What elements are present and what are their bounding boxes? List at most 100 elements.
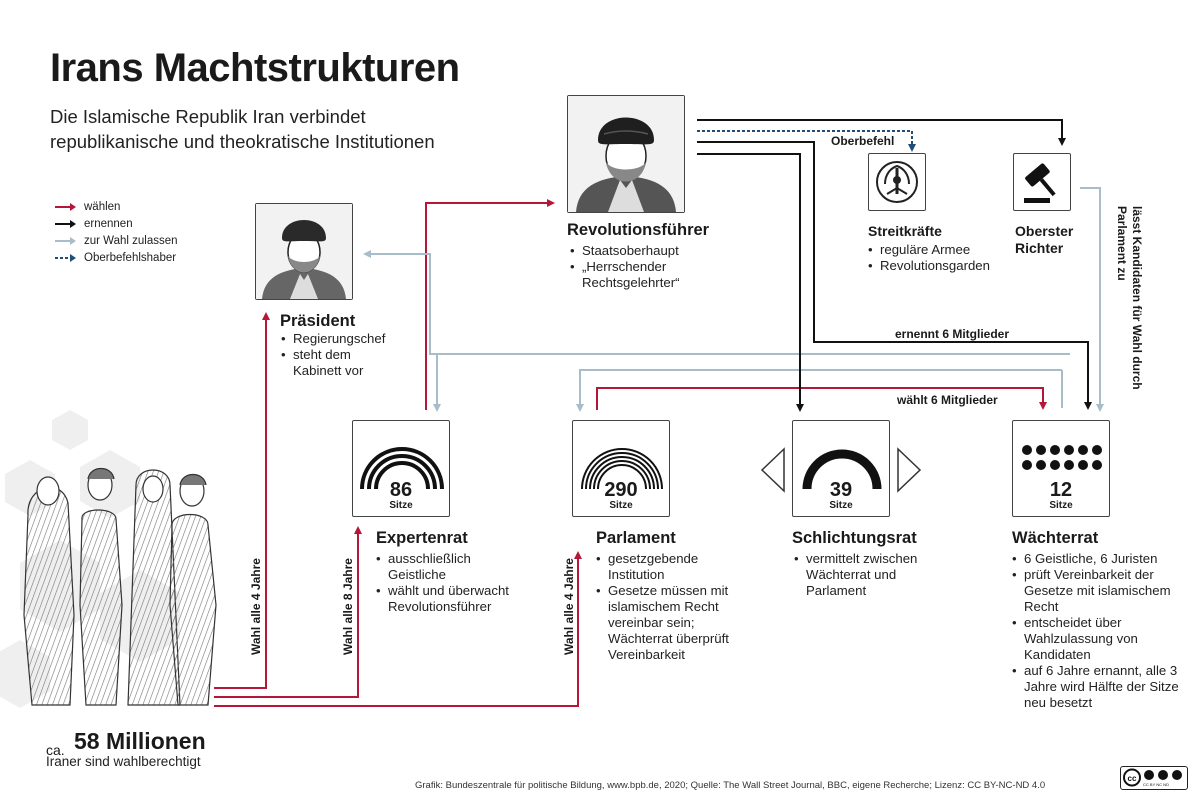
guardian-seat-card: 12 Sitze [1012, 420, 1110, 517]
chief-justice-card [1013, 153, 1071, 211]
legend-item-admit: zur Wahl zulassen [55, 234, 178, 248]
parliament-name: Parlament [596, 529, 676, 547]
guardian-name: Wächterrat [1012, 529, 1099, 547]
gray-arrow-icon [55, 237, 76, 245]
elects-six-label: wählt 6 Mitglieder [897, 393, 998, 407]
parliament-elects-guardians-line [596, 387, 1047, 410]
appoint-expediency-line [697, 153, 804, 412]
expediency-seat-card: 39 Sitze [792, 420, 890, 517]
president-name: Präsident [280, 312, 356, 330]
red-arrow-icon [55, 203, 76, 211]
cleric-portrait-icon [568, 96, 684, 212]
experts-bullets: ausschließlich Geistliche wählt und über… [376, 551, 526, 615]
president-bullets: Regierungschef steht dem Kabinett vor [281, 331, 401, 379]
parliament-semicircle-icon [581, 448, 663, 490]
election-line-parliament [214, 551, 582, 707]
parliament-bullet: gesetzgebende Institution [596, 551, 746, 583]
chief-justice-name: Oberster Richter [1015, 223, 1074, 256]
experts-seat-label: Sitze [389, 500, 413, 511]
commander-line [697, 130, 916, 152]
experts-bullet: ausschließlich Geistliche [376, 551, 526, 583]
vetting-line-side [1080, 187, 1104, 412]
armed-forces-card [868, 153, 926, 211]
guardian-bullets: 6 Geistliche, 6 Juristen prüft Vereinbar… [1012, 551, 1182, 711]
credit-line: Grafik: Bundeszentrale für politische Bi… [415, 780, 1046, 791]
president-election-label: Wahl alle 4 Jahre [249, 558, 263, 655]
leader-name: Revolutionsführer [567, 221, 710, 239]
gavel-icon [1024, 163, 1056, 203]
cc-license-badge: cc CC BY NC ND [1120, 766, 1188, 790]
appoint-chief-justice-line [697, 119, 1066, 146]
legend-label: zur Wahl zulassen [84, 235, 178, 247]
expediency-semicircle-icon [802, 449, 882, 490]
armed-forces-bullet: Revolutionsgarden [868, 258, 1008, 274]
right-triangle-icon [897, 447, 922, 493]
voters-prefix: ca. [46, 742, 65, 758]
president-portrait-icon [256, 204, 352, 299]
legend-label: Oberbefehlshaber [84, 252, 177, 264]
experts-seat-count: 86 [389, 479, 413, 501]
voters-description: Iraner sind wahlberechtigt [46, 754, 201, 769]
armed-forces-name: Streitkräfte [868, 223, 942, 239]
page-title: Irans Machtstrukturen [50, 46, 460, 90]
guardian-bullet: 6 Geistliche, 6 Juristen [1012, 551, 1182, 567]
left-triangle-icon [760, 447, 785, 493]
guardian-bullet: entscheidet über Wahlzulassung von Kandi… [1012, 615, 1182, 663]
blue-dashed-arrow-icon [55, 254, 76, 262]
parliament-election-label: Wahl alle 4 Jahre [562, 558, 576, 655]
leader-bullet: Staatsoberhaupt [570, 243, 710, 259]
election-line-experts [214, 526, 362, 698]
election-line-president [214, 312, 270, 689]
black-arrow-icon [55, 220, 76, 228]
legend-label: ernennen [84, 218, 133, 230]
army-emblem-icon [876, 161, 918, 203]
parliament-bullet: Gesetze müssen mit islamischem Recht ver… [596, 583, 746, 663]
expediency-seat-count: 39 [829, 479, 853, 501]
vetting-line-president [363, 250, 1070, 355]
commander-label: Oberbefehl [831, 134, 895, 148]
legend-item-commander: Oberbefehlshaber [55, 251, 176, 265]
president-bullet: steht dem Kabinett vor [281, 347, 401, 379]
creative-commons-icon: cc CC BY NC ND [1123, 768, 1182, 787]
president-portrait [255, 203, 353, 300]
parliament-bullets: gesetzgebende Institution Gesetze müssen… [596, 551, 746, 663]
legend-item-elect: wählen [55, 200, 120, 214]
appoint-guardians-line [697, 141, 1092, 410]
experts-semicircle-icon [360, 447, 444, 490]
parliament-seat-count: 290 [604, 479, 638, 501]
parliament-seat-label: Sitze [609, 500, 633, 511]
legend-item-appoint: ernennen [55, 217, 133, 231]
voters-illustration [23, 467, 217, 706]
parliament-seat-card: 290 Sitze [572, 420, 670, 517]
experts-elect-leader-line [425, 199, 555, 410]
expediency-bullet: vermittelt zwischen Wächterrat und Parla… [794, 551, 934, 599]
vetting-label: lässt Kandidaten für Wahl durch Parlamen… [1115, 206, 1144, 390]
experts-seat-card: 86 Sitze [352, 420, 450, 517]
armed-forces-bullet: reguläre Armee [868, 242, 1008, 258]
leader-portrait [567, 95, 685, 213]
guardian-bullet: auf 6 Jahre ernannt, alle 3 Jahre wird H… [1012, 663, 1182, 711]
president-bullet: Regierungschef [281, 331, 401, 347]
expediency-bullets: vermittelt zwischen Wächterrat und Parla… [794, 551, 934, 599]
expediency-name: Schlichtungsrat [792, 529, 917, 547]
expediency-seat-label: Sitze [829, 500, 853, 511]
experts-name: Expertenrat [376, 529, 468, 547]
leader-bullets: Staatsoberhaupt „Herrschender Rechtsgele… [570, 243, 710, 291]
guardian-seat-count: 12 [1049, 479, 1073, 501]
subtitle-line-1: Die Islamische Republik Iran verbindet [50, 106, 366, 127]
armed-forces-bullets: reguläre Armee Revolutionsgarden [868, 242, 1008, 274]
appoints-six-label: ernennt 6 Mitglieder [895, 327, 1010, 341]
legend-label: wählen [84, 201, 121, 213]
subtitle-line-2: republikanische und theokratische Instit… [50, 131, 435, 152]
guardian-seats-icon [1022, 445, 1102, 470]
license-badge-text: CC BY NC ND [1143, 782, 1169, 787]
leader-bullet: „Herrschender Rechtsgelehrter“ [570, 259, 710, 291]
guardian-bullet: prüft Vereinbarkeit der Gesetze mit isla… [1012, 567, 1182, 615]
svg-text:cc: cc [1128, 774, 1137, 783]
guardian-seat-label: Sitze [1049, 500, 1073, 511]
vetting-line-parliament [576, 369, 1062, 412]
experts-bullet: wählt und überwacht Revolutionsführer [376, 583, 526, 615]
experts-election-label: Wahl alle 8 Jahre [341, 558, 355, 655]
voters-count: 58 Millionen [74, 728, 206, 754]
